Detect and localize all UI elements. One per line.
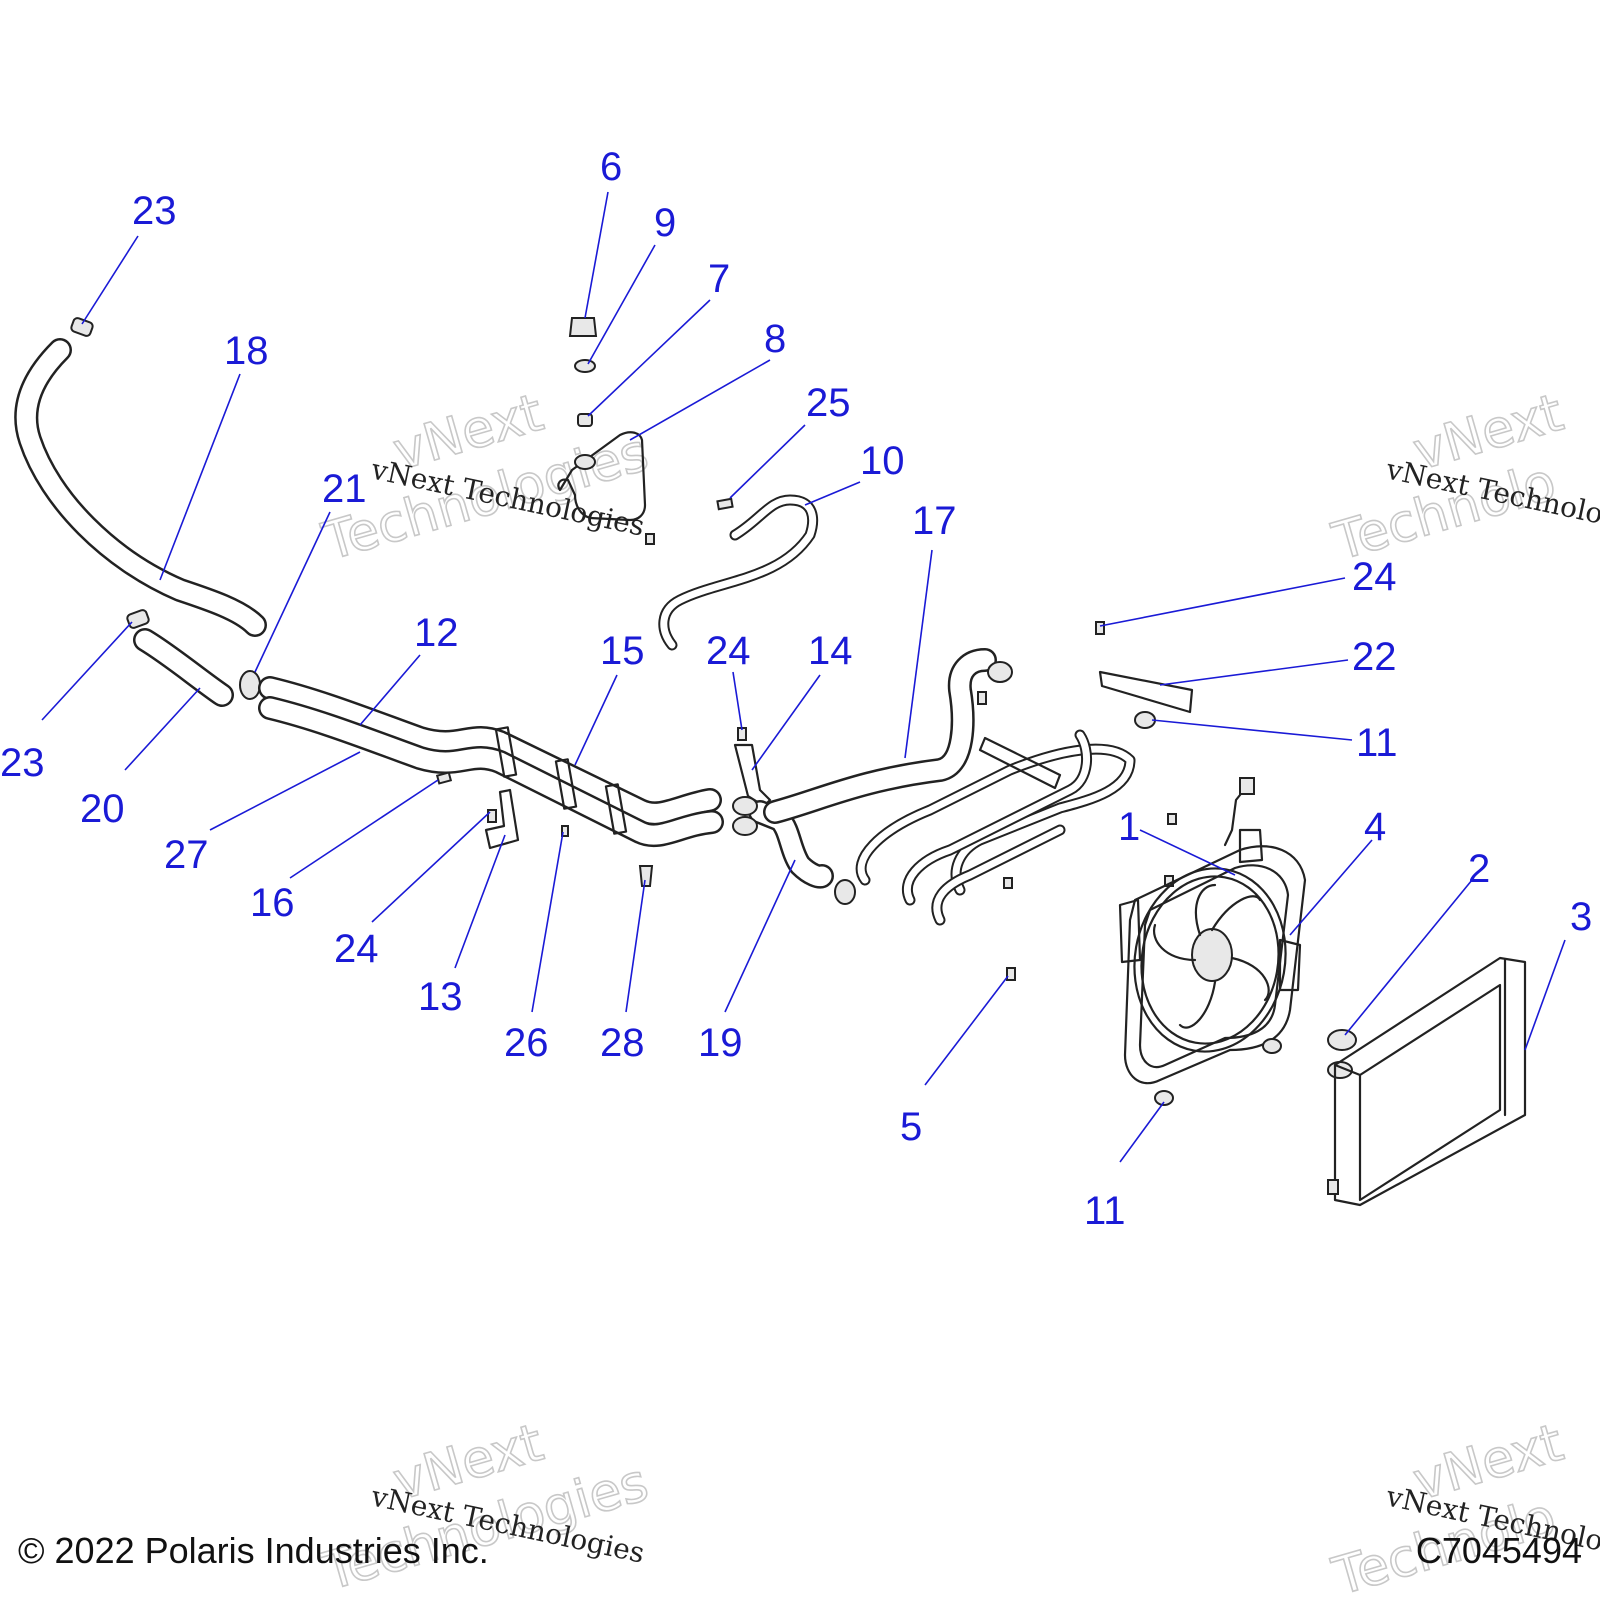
callout-19: 19	[698, 1021, 743, 1065]
watermark-top-right: Technolo vNext vNext Technologies	[1325, 382, 1600, 573]
clamp-21	[239, 670, 261, 700]
callout-23-left: 23	[0, 741, 45, 785]
callout-6: 6	[600, 145, 622, 189]
reservoir-8	[557, 431, 655, 545]
fastener-right-1	[1167, 813, 1177, 825]
callout-14: 14	[808, 629, 853, 673]
callout-7: 7	[708, 257, 730, 301]
hose-19	[732, 796, 856, 905]
callout-24-mid: 24	[706, 629, 751, 673]
callout-labels: 6 9 7 8 25 10 23 18 21 23 20 12 27 15 16…	[0, 145, 1592, 1233]
grommet-11-bottom	[1154, 1090, 1174, 1106]
callout-24-bottom: 24	[334, 927, 379, 971]
fastener-right-2	[1003, 877, 1013, 889]
watermark-top-center: Technologies vNext vNext Technologies	[315, 382, 655, 573]
bolt-24-left	[487, 809, 497, 823]
callout-25: 25	[806, 381, 851, 425]
bracket-14	[733, 727, 772, 808]
callout-20: 20	[80, 787, 125, 831]
pipes-12-27	[258, 676, 724, 848]
callout-5: 5	[900, 1105, 922, 1149]
callout-23-top: 23	[132, 189, 177, 233]
callout-17: 17	[912, 499, 957, 543]
callout-1: 1	[1118, 805, 1140, 849]
callout-3: 3	[1570, 895, 1592, 939]
callout-27: 27	[164, 833, 209, 877]
tube-10	[658, 494, 818, 651]
bolt-25	[716, 497, 734, 511]
bracket-13	[484, 788, 520, 850]
callout-12: 12	[414, 611, 459, 655]
radiator-3	[1327, 956, 1527, 1207]
cap-6	[568, 317, 598, 337]
fill-neck-7	[577, 413, 593, 427]
hose-18	[14, 338, 267, 637]
fan-1	[1133, 777, 1287, 1053]
seal-9	[574, 359, 596, 373]
callout-26: 26	[504, 1021, 549, 1065]
bolt-24-right	[1095, 621, 1105, 635]
hose-20	[133, 628, 234, 707]
clamp-23-top	[70, 317, 94, 337]
copyright-notice: © 2022 Polaris Industries Inc.	[18, 1530, 489, 1571]
callout-15: 15	[600, 629, 645, 673]
figure-id: C7045494	[1415, 1530, 1582, 1571]
callout-10: 10	[860, 439, 905, 483]
hose-17	[763, 648, 1013, 824]
bracket-22	[1098, 670, 1194, 714]
bolt-16	[435, 771, 453, 785]
bolt-26	[561, 825, 569, 837]
callout-13: 13	[418, 975, 463, 1019]
callout-11-bottom: 11	[1084, 1189, 1126, 1233]
clip-28	[638, 865, 654, 887]
callout-8: 8	[764, 317, 786, 361]
callout-4: 4	[1364, 805, 1386, 849]
callout-24-right: 24	[1352, 555, 1397, 599]
pipe-brackets-15	[494, 726, 628, 835]
callout-21: 21	[322, 467, 367, 511]
callout-9: 9	[654, 201, 676, 245]
callout-2: 2	[1468, 847, 1490, 891]
callout-22: 22	[1352, 635, 1397, 679]
clamp-23-bottom	[126, 609, 150, 629]
callout-18: 18	[224, 329, 269, 373]
support-frame	[855, 729, 1136, 926]
callout-28: 28	[600, 1021, 645, 1065]
callout-11-top: 11	[1356, 721, 1398, 765]
grommet-11-fan	[1262, 1038, 1282, 1054]
leader-lines	[41, 191, 1566, 1163]
callout-16: 16	[250, 881, 295, 925]
bolt-5	[1006, 967, 1016, 981]
